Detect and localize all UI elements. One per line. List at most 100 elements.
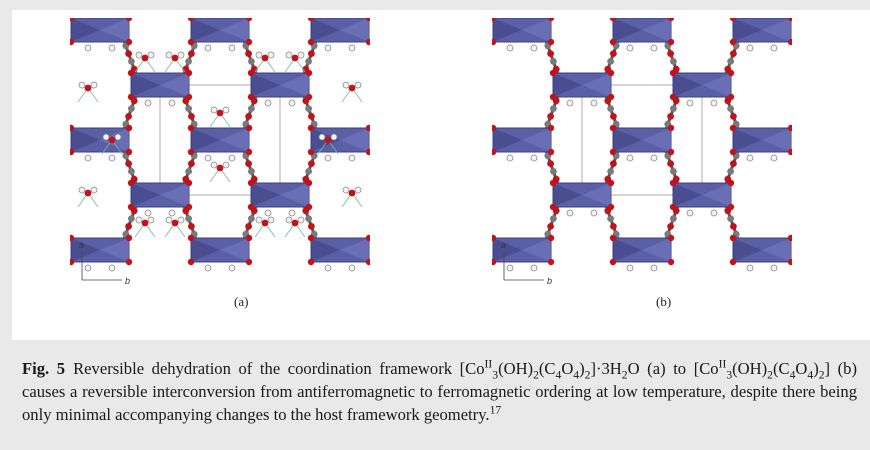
oxygen-atom <box>185 179 193 187</box>
oxygen-atom <box>70 148 75 156</box>
hydrogen-atom <box>318 133 326 141</box>
octahedron-facet <box>733 128 762 152</box>
carbon-atom <box>185 168 192 175</box>
oxygen-atom <box>547 258 555 266</box>
octahedron-facet <box>71 18 100 42</box>
water-oxygen <box>84 84 92 92</box>
caption-sub-4: 4 <box>573 368 580 382</box>
hydrogen-atom <box>264 209 272 217</box>
oxygen-atom <box>787 258 792 266</box>
oxygen-atom <box>305 69 313 77</box>
structure-panel-a: ab <box>70 18 370 286</box>
hydrogen-atom <box>228 154 236 162</box>
oxygen-atom <box>669 69 677 77</box>
octahedron-facet <box>220 128 249 152</box>
oxygen-atom <box>185 69 193 77</box>
oxygen-atom <box>667 38 675 46</box>
oxygen-atom <box>70 234 75 242</box>
carbon-atom <box>550 105 557 112</box>
framework-group: ab <box>492 18 792 286</box>
hydrogen-atom <box>228 264 236 272</box>
oxygen-atom <box>667 148 675 156</box>
oxygen-atom <box>185 93 193 101</box>
hydrogen-atom <box>84 154 92 162</box>
carbon-atom <box>607 168 614 175</box>
octahedron-facet <box>493 128 522 152</box>
carbon-atom <box>128 215 135 223</box>
oxygen-atom <box>307 258 315 266</box>
octahedron-facet <box>673 183 702 207</box>
hydrogen-atom <box>324 154 332 162</box>
caption-text-9: (C <box>772 359 790 378</box>
hydrogen-atom <box>324 264 332 272</box>
hydrogen-atom <box>710 209 718 217</box>
octahedron-facet <box>613 18 642 42</box>
hydrogen-atom <box>590 209 598 217</box>
oxygen-atom <box>667 18 675 22</box>
octahedron-facet <box>582 183 611 207</box>
hydrogen-atom <box>530 44 538 52</box>
oxygen-atom <box>305 203 313 211</box>
carbon-atom <box>670 215 677 223</box>
carbon-atom <box>550 215 557 223</box>
caption-text-11: ) <box>813 359 819 378</box>
water-oxygen <box>141 54 149 62</box>
oxygen-atom <box>609 258 617 266</box>
water-oxygen <box>291 219 299 227</box>
unit-cell <box>159 84 281 196</box>
hydrogen-atom <box>264 99 272 107</box>
caption-text-10: O <box>795 359 808 378</box>
oxygen-atom <box>609 18 617 22</box>
oxygen-atom <box>607 203 615 211</box>
hydrogen-atom <box>144 99 152 107</box>
hydrogen-atom <box>566 99 574 107</box>
carbon-atom <box>727 105 734 112</box>
oxygen-atom <box>127 69 135 77</box>
oxygen-atom <box>787 148 792 156</box>
carbon-atom <box>550 58 557 65</box>
water-oxygen <box>216 164 224 172</box>
oxygen-atom <box>365 38 370 46</box>
axis-a-label: a <box>501 240 506 250</box>
hydrogen-atom <box>165 51 173 59</box>
axis-b-label: b <box>125 276 130 286</box>
oxygen-atom <box>609 124 617 132</box>
octahedron-facet <box>160 73 189 97</box>
oxygen-atom <box>729 124 737 132</box>
hydrogen-atom <box>530 264 538 272</box>
caption-sup-2: II <box>718 357 727 371</box>
caption-text-2: (OH) <box>498 359 534 378</box>
octahedron-facet <box>702 73 731 97</box>
oxygen-atom <box>547 234 555 242</box>
hydrogen-atom <box>204 264 212 272</box>
octahedron-facet <box>191 128 220 152</box>
hydrogen-atom <box>222 161 230 169</box>
hydrogen-atom <box>168 209 176 217</box>
caption-text-1: Reversible dehydration of the coordinati… <box>73 359 485 378</box>
carbon-atom <box>248 168 255 175</box>
oxygen-atom <box>308 160 315 168</box>
carbon-atom <box>305 105 312 112</box>
hydrogen-atom <box>108 154 116 162</box>
octahedron-facet <box>340 18 369 42</box>
oxygen-atom <box>365 234 370 242</box>
oxygen-atom <box>125 160 132 168</box>
hydrogen-atom <box>686 99 694 107</box>
hydrogen-atom <box>147 216 155 224</box>
water-oxygen <box>261 219 269 227</box>
oxygen-atom <box>667 113 674 120</box>
water-oxygen <box>348 189 356 197</box>
hydrogen-atom <box>90 81 98 89</box>
hydrogen-atom <box>135 216 143 224</box>
octahedron-facet <box>131 73 160 97</box>
caption-sub-5: 2 <box>584 368 591 382</box>
oxygen-atom <box>547 148 555 156</box>
caption-text-12: ] (b) causes a reversible interconversio… <box>22 359 857 424</box>
water-oxygen <box>84 189 92 197</box>
hydrogen-atom <box>267 51 275 59</box>
hydrogen-atom <box>90 186 98 194</box>
oxygen-atom <box>308 50 315 57</box>
caption-sub-3: 4 <box>555 368 562 382</box>
oxygen-atom <box>125 113 132 120</box>
octahedron-facet <box>522 18 551 42</box>
